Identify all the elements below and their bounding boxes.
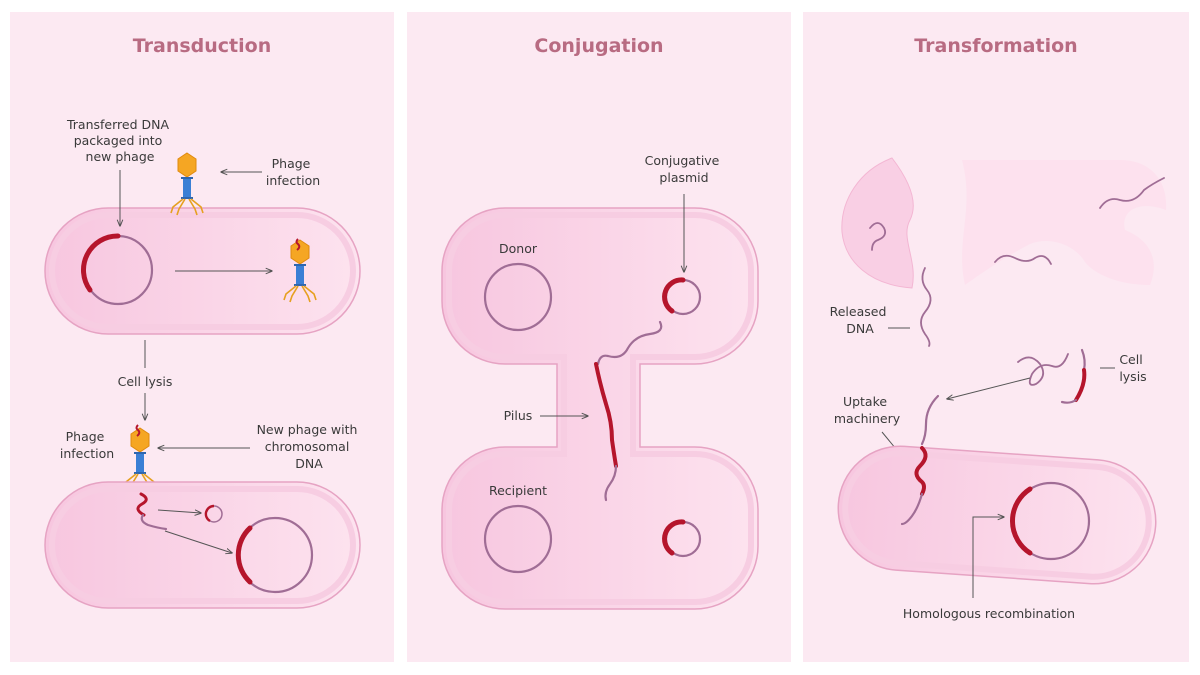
pilus-transferred-dna xyxy=(594,362,618,468)
transformation-recombined-dna xyxy=(1010,486,1033,556)
label-conjugative-plasmid: Conjugative plasmid xyxy=(645,153,724,185)
label-homologous-recombination: Homologous recombination xyxy=(903,606,1075,621)
transduction-section: Transferred DNA packaged into new phage … xyxy=(44,117,362,609)
panel-title-transduction: Transduction xyxy=(133,35,271,57)
transformation-recipient-cell xyxy=(837,445,1157,585)
transformation-section: Released DNA Cell lysis Uptake machinery… xyxy=(830,157,1167,621)
panel-title-conjugation: Conjugation xyxy=(534,35,663,57)
label-released-dna: Released DNA xyxy=(830,304,891,336)
released-dna-strand xyxy=(920,267,932,347)
transduction-top-transferred-dna xyxy=(81,233,121,293)
label-donor: Donor xyxy=(499,241,538,256)
pilus-dna-strand xyxy=(596,320,663,366)
conjugation-dumbbell-cells xyxy=(441,207,759,610)
label-cell-lysis-transformation: Cell lysis xyxy=(1119,352,1146,384)
lysed-cell-fragment-right xyxy=(962,160,1167,285)
label-phage-infection-top: Phage infection xyxy=(266,156,320,188)
label-new-phage: New phage with chromosomal DNA xyxy=(257,422,362,471)
label-transferred-dna: Transferred DNA packaged into new phage xyxy=(66,117,173,164)
recipient-chromosome xyxy=(483,504,553,574)
donor-chromosome xyxy=(483,262,553,332)
transduction-bottom-cell-inner xyxy=(49,486,356,604)
label-recipient: Recipient xyxy=(489,483,547,498)
label-uptake-machinery: Uptake machinery xyxy=(834,394,901,426)
transduction-recombined-dna xyxy=(235,525,253,585)
panel-title-transformation: Transformation xyxy=(914,35,1077,57)
uptake-dna-strand xyxy=(920,394,940,446)
transduction-top-cell-inner xyxy=(49,212,356,330)
transduction-bottom-cell xyxy=(44,481,361,609)
conjugation-section: Conjugative plasmid Donor Pilus Recipien… xyxy=(441,153,759,610)
label-pilus: Pilus xyxy=(504,408,533,423)
transduction-injected-dna xyxy=(136,492,148,517)
label-cell-lysis-transduction: Cell lysis xyxy=(118,374,173,389)
label-phage-infection-bottom: Phage infection xyxy=(60,429,114,461)
uptake-dna-highlight xyxy=(914,446,928,496)
